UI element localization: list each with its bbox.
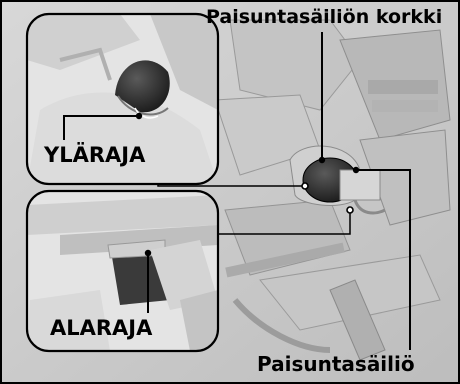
upper-level-label: YLÄRAJA: [44, 145, 145, 166]
lower-level-label: ALARAJA: [50, 318, 152, 339]
reservoir-label: Paisuntasäiliö: [257, 354, 415, 374]
cap-label: Paisuntasäiliön korkki: [206, 8, 442, 27]
